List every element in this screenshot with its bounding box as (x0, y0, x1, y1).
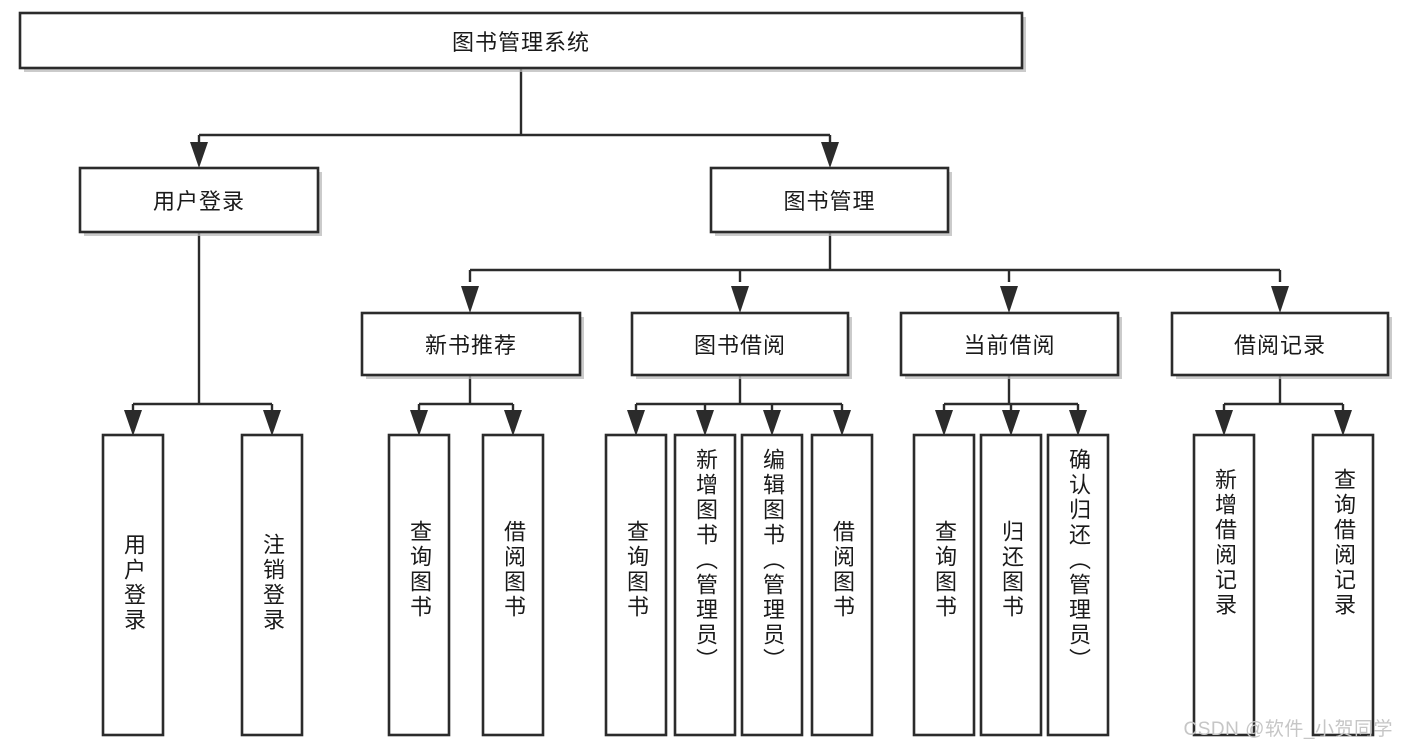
node-borrow-record[interactable] (1170, 311, 1390, 377)
arrow-borrowrecord-leaf-2 (1334, 410, 1352, 436)
arrow-leaf-userlogin-2 (263, 410, 281, 436)
arrow-bookborrow-leaf-4 (833, 410, 851, 436)
leaf-borrow-record-1[interactable] (1311, 433, 1375, 737)
node-shapes (18, 11, 1392, 737)
leaf-borrow-record-0[interactable] (1192, 433, 1256, 737)
node-current-borrow[interactable] (899, 311, 1120, 377)
node-book-borrow[interactable] (630, 311, 850, 377)
node-new-book-recommend[interactable] (360, 311, 582, 377)
arrow-book-manage (821, 142, 839, 168)
arrow-leaf-userlogin-1 (124, 410, 142, 436)
arrow-user-login (190, 142, 208, 168)
arrow-currentborrow-leaf-1 (935, 410, 953, 436)
leaf-current-borrow-0[interactable] (912, 433, 976, 737)
arrow-book-borrow (731, 286, 749, 313)
leaf-new-book-0[interactable] (387, 433, 451, 737)
arrow-bookborrow-leaf-2 (696, 410, 714, 436)
arrow-currentborrow-leaf-3 (1069, 410, 1087, 436)
arrow-bookborrow-leaf-1 (627, 410, 645, 436)
leaf-book-borrow-2[interactable] (740, 433, 804, 737)
arrow-borrowrecord-leaf-1 (1215, 410, 1233, 436)
arrow-currentborrow-leaf-2 (1002, 410, 1020, 436)
leaf-book-borrow-3[interactable] (810, 433, 874, 737)
leaf-book-borrow-0[interactable] (604, 433, 668, 737)
leaf-user-login-0[interactable] (101, 433, 165, 737)
leaf-current-borrow-1[interactable] (979, 433, 1043, 737)
leaf-book-borrow-1[interactable] (673, 433, 737, 737)
connector-group (124, 68, 1352, 436)
arrow-current-borrow (1000, 286, 1018, 313)
watermark: CSDN @软件_小贺同学 (1183, 719, 1393, 740)
node-book-manage[interactable] (709, 166, 950, 234)
arrow-new-book (461, 286, 479, 313)
node-user-login[interactable] (78, 166, 320, 234)
arrow-borrow-record (1271, 286, 1289, 313)
leaf-current-borrow-2[interactable] (1046, 433, 1110, 737)
arrow-newbook-leaf-2 (504, 410, 522, 436)
arrow-newbook-leaf-1 (410, 410, 428, 436)
leaf-user-login-1[interactable] (240, 433, 304, 737)
node-root[interactable] (18, 11, 1024, 70)
leaf-new-book-1[interactable] (481, 433, 545, 737)
arrow-bookborrow-leaf-3 (763, 410, 781, 436)
